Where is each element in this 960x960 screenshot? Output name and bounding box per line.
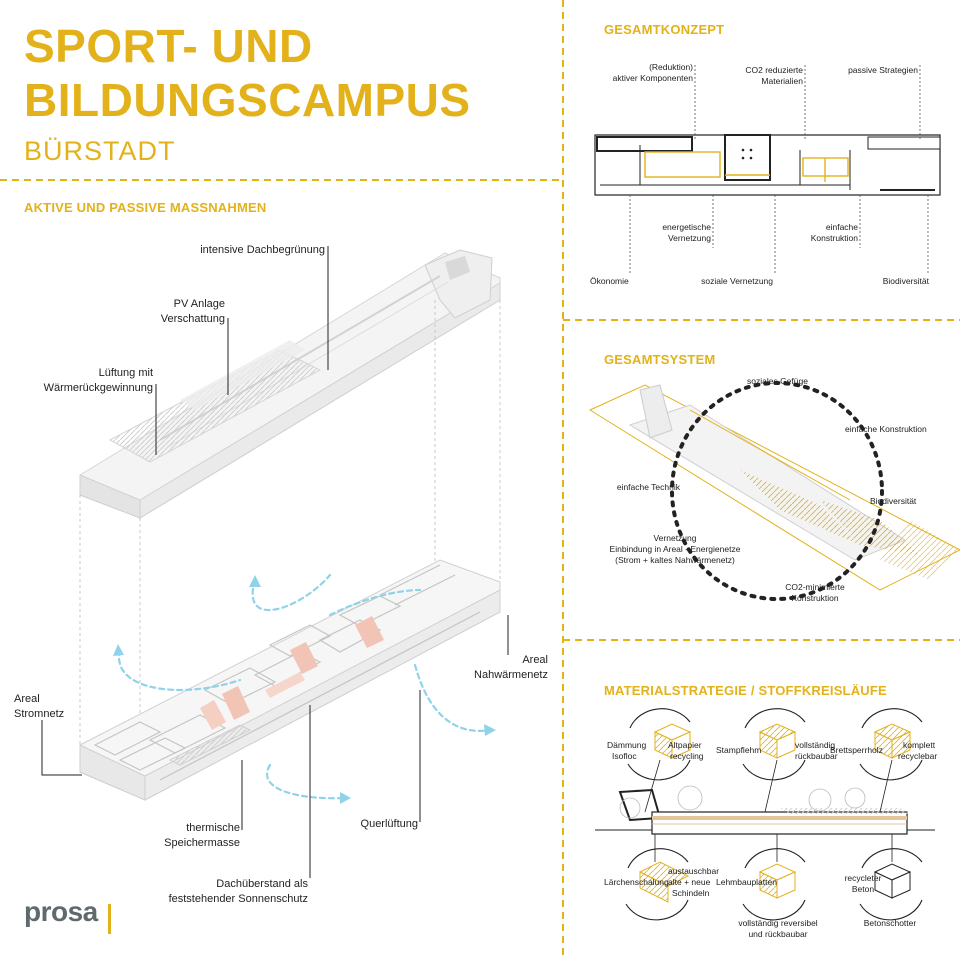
label-biodiv-konzept: Biodiversität — [882, 276, 929, 286]
label-pv-1: PV Anlage — [173, 298, 225, 310]
label-co2-2: Materialien — [761, 76, 803, 86]
leaders-konzept — [629, 65, 929, 275]
logo-bar — [108, 904, 111, 934]
label-biodiv-system: Biodiversität — [870, 496, 917, 506]
label-austausch-2: alte + neue — [668, 877, 711, 887]
cycle-icons — [625, 708, 923, 921]
heading-material: MATERIALSTRATEGIE / STOFFKREISLÄUFE — [604, 683, 887, 698]
material-cubes — [638, 723, 912, 903]
heading-massnahmen: AKTIVE UND PASSIVE MASSNAHMEN — [24, 200, 267, 215]
page-title-line1: SPORT- UND — [24, 20, 313, 72]
label-speicher-2: Speichermasse — [164, 837, 240, 849]
label-einfache-konstruktion: einfache Konstruktion — [845, 424, 927, 434]
label-dach-1: Dachüberstand als — [216, 878, 308, 890]
label-reduktion-2: aktiver Komponenten — [612, 73, 693, 83]
label-dach-2: feststehender Sonnenschutz — [168, 893, 308, 905]
page-title-line2: BILDUNGSCAMPUS — [24, 74, 471, 126]
label-lueftung-2: Wärmerückgewinnung — [43, 382, 153, 394]
heading-konzept: GESAMTKONZEPT — [604, 22, 725, 37]
label-recycl-beton-2: Beton — [851, 884, 875, 894]
label-energetisch-1: energetische — [662, 222, 711, 232]
label-laerchen: Lärchenschalung — [604, 877, 669, 887]
label-vollstaendig-2: rückbaubar — [795, 751, 838, 761]
label-stampflehm: Stampflehm — [716, 745, 762, 755]
leaders-material — [644, 759, 893, 862]
label-einfach-1: einfache — [825, 222, 858, 232]
label-brettsperrholz: Brettsperrholz — [830, 745, 883, 755]
label-co2-min-1: CO2-minimierte — [785, 582, 845, 592]
label-co2-1: CO2 reduzierte — [745, 65, 803, 75]
label-altpapier-1: Altpapier — [668, 740, 702, 750]
prosa-logo: prosa — [24, 896, 98, 927]
label-dachbegruenung: intensive Dachbegrünung — [200, 244, 325, 256]
label-querlueftung: Querlüftung — [360, 818, 418, 830]
label-vollstaendig-1: vollständig — [795, 740, 836, 750]
label-vernetzung-1: Vernetzung — [653, 533, 697, 543]
page-subtitle: BÜRSTADT — [24, 136, 176, 166]
label-daemmung-2: Isofloc — [612, 751, 637, 761]
material-section — [595, 785, 935, 835]
label-areal-nah-1: Areal — [522, 654, 548, 666]
label-sozial: soziale Vernetzung — [701, 276, 773, 286]
airflow-arrowheads — [113, 575, 496, 804]
label-oekonomie: Ökonomie — [590, 276, 629, 286]
label-areal-strom-2: Stromnetz — [14, 708, 65, 720]
ground-floor — [79, 559, 501, 801]
label-austausch-1: austauschbar — [668, 866, 720, 876]
system-diagram — [588, 381, 960, 601]
label-einfach-2: Konstruktion — [810, 233, 858, 243]
label-reversibel-1: vollständig reversibel — [738, 918, 818, 928]
label-komplett-1: komplett — [903, 740, 936, 750]
konzept-section — [594, 134, 941, 196]
label-speicher-1: thermische — [186, 822, 240, 834]
label-reversibel-2: und rückbaubar — [748, 929, 808, 939]
label-energetisch-2: Vernetzung — [667, 233, 711, 243]
label-passive: passive Strategien — [848, 65, 918, 75]
label-vernetzung-3: (Strom + kaltes Nahwärmenetz) — [615, 555, 735, 565]
label-pv-2: Verschattung — [160, 313, 225, 325]
label-areal-nah-2: Nahwärmenetz — [474, 669, 548, 681]
label-recycl-beton-1: recycleter — [844, 873, 882, 883]
label-daemmung-1: Dämmung — [607, 740, 647, 750]
label-einfache-technik: einfache Technik — [616, 482, 680, 492]
airflow-arrows — [117, 573, 492, 800]
label-lueftung-1: Lüftung mit — [98, 367, 153, 379]
leaders-left — [41, 246, 509, 878]
label-co2-min-2: Konstruktion — [791, 593, 839, 603]
label-betonschotter: Betonschotter — [863, 918, 917, 928]
label-altpapier-2: recycling — [670, 751, 704, 761]
label-soziales-gefuege: soziales Gefüge — [747, 376, 808, 386]
label-reduktion-1: (Reduktion) — [649, 62, 693, 72]
label-austausch-3: Schindeln — [672, 888, 710, 898]
label-vernetzung-2: Einbindung in Areal - Energienetze — [609, 544, 741, 554]
label-lehmbauplatten: Lehmbauplatten — [716, 877, 777, 887]
label-komplett-2: recyclebar — [898, 751, 938, 761]
heading-system: GESAMTSYSTEM — [604, 352, 716, 367]
guide-lines — [79, 300, 501, 790]
label-areal-strom-1: Areal — [14, 693, 40, 705]
